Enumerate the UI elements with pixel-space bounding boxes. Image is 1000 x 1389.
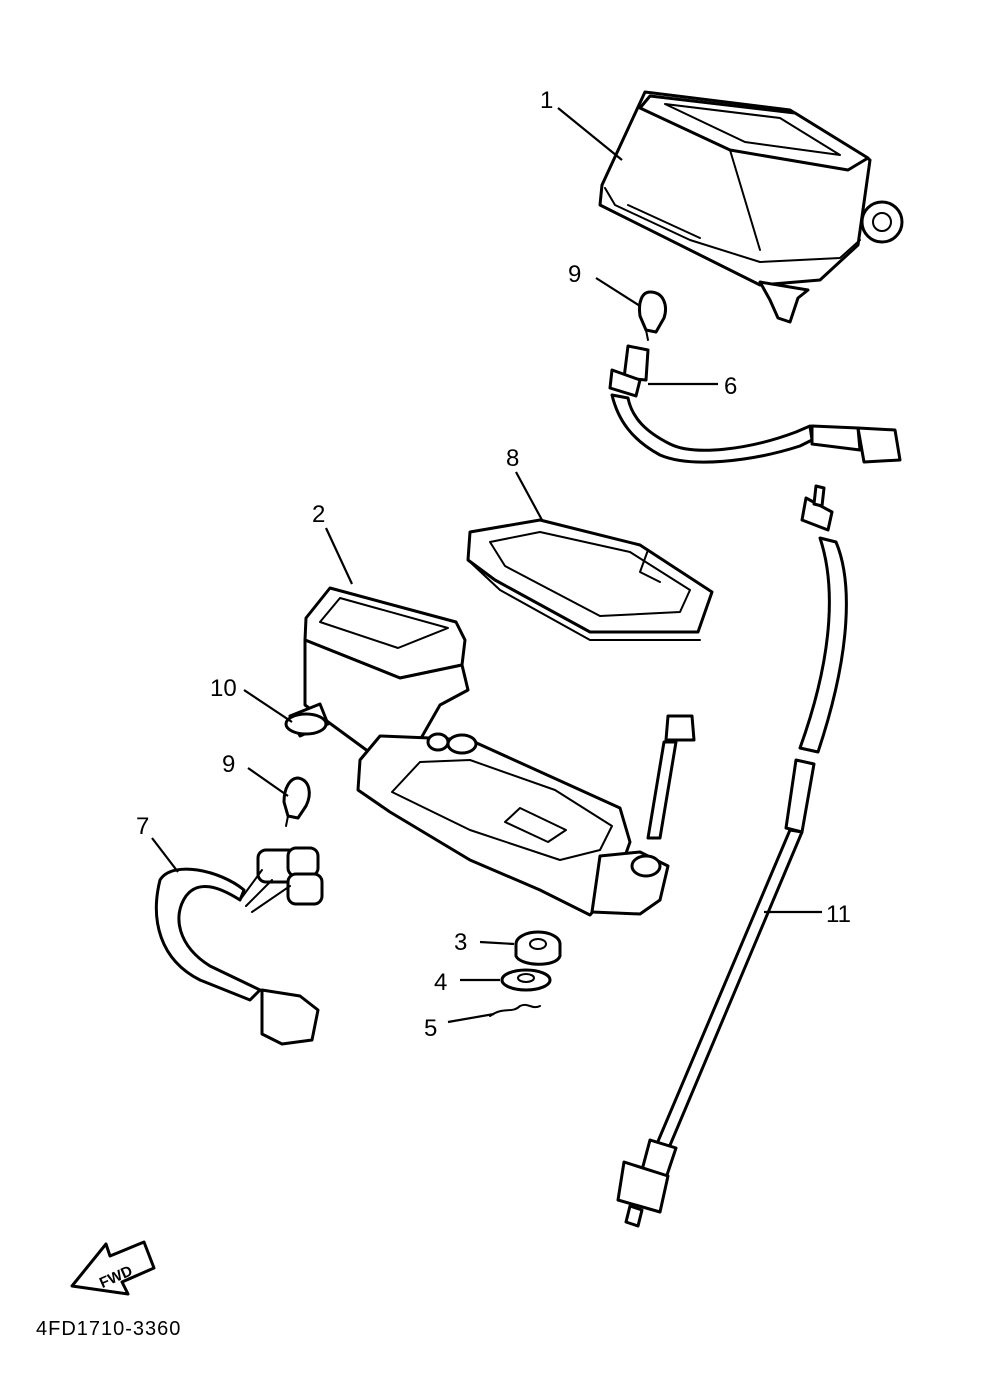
leader-lines	[151, 107, 822, 1024]
part-6-socket-lead	[608, 344, 902, 464]
part-10-grommet	[284, 702, 330, 738]
part-1-meter-assembly	[598, 90, 904, 324]
part-7-wire-harness	[154, 846, 324, 1046]
part-9-bulb-lower	[282, 776, 311, 827]
callout-3: 3	[454, 929, 467, 956]
mounting-bolt	[646, 714, 696, 840]
part-8-gasket	[466, 518, 714, 641]
part-5-clip	[489, 1003, 541, 1017]
part-11-speedometer-cable	[616, 484, 848, 1228]
callout-5: 5	[424, 1015, 437, 1042]
callout-1: 1	[540, 87, 553, 114]
part-9-bulb-upper	[638, 290, 667, 341]
callout-6: 6	[724, 373, 737, 400]
callout-9-lower: 9	[222, 751, 235, 778]
callout-11: 11	[826, 901, 851, 928]
callout-4: 4	[434, 969, 447, 996]
callout-2: 2	[312, 501, 325, 528]
callout-10: 10	[210, 675, 237, 702]
callouts: 1 9 6 8 2 10 9 7 3 4 5 11	[136, 87, 851, 1042]
drawing-code: 4FD1710-3360	[36, 1318, 182, 1340]
fwd-arrow-icon: FWD	[70, 1240, 156, 1296]
part-4-washer	[500, 968, 552, 992]
part-3-grommet	[514, 930, 562, 966]
callout-9-upper: 9	[568, 261, 581, 288]
part-2-meter-body-bracket	[303, 586, 670, 917]
callout-7: 7	[136, 813, 149, 840]
callout-8: 8	[506, 445, 519, 472]
